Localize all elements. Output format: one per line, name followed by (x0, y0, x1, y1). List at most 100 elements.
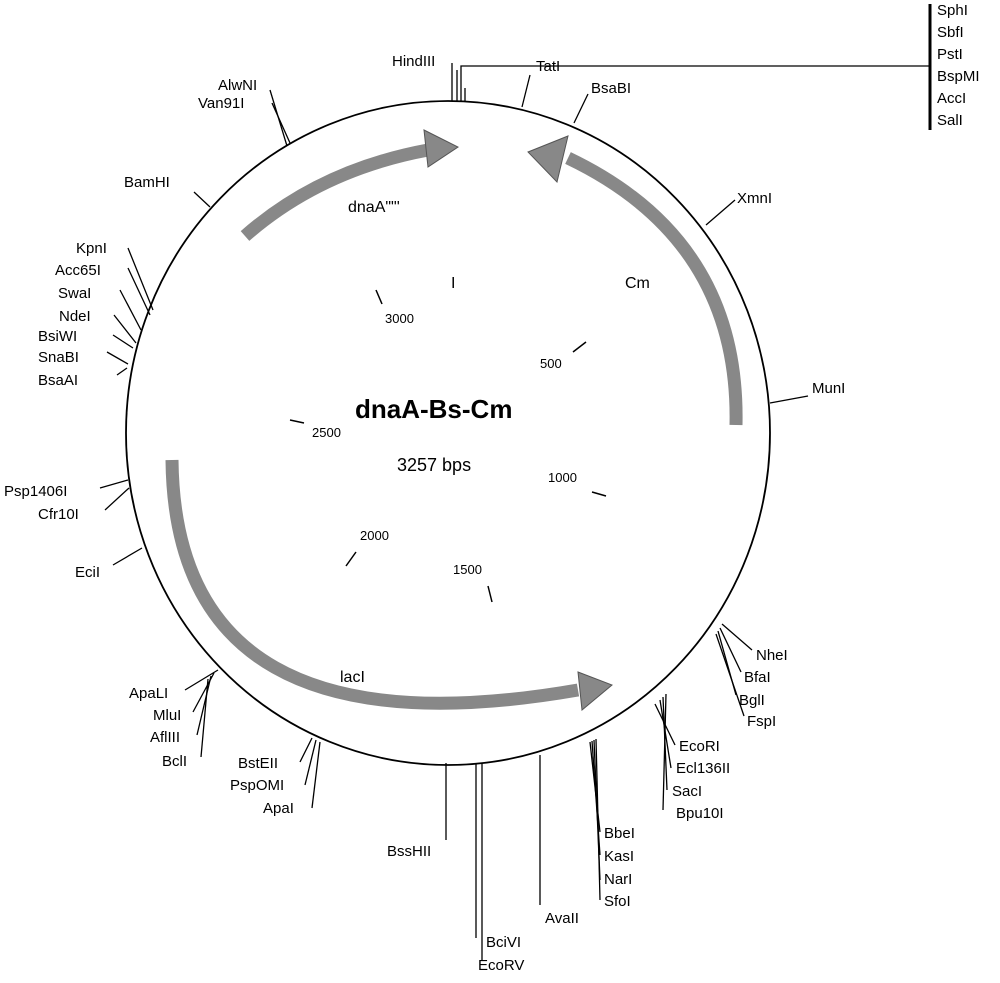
site-leader-nhei (721, 623, 753, 651)
plasmid-name: dnaA-Bs-Cm (355, 394, 512, 424)
site-label-bsaai: BsaAI (38, 372, 78, 389)
site-leader-bamhi (193, 191, 211, 208)
site-leader-van91i (271, 102, 291, 144)
site-label-bfai: BfaI (744, 669, 771, 686)
site-label-bbei: BbeI (604, 825, 635, 842)
site-leader-ecii (112, 547, 143, 566)
tick-label-500: 500 (540, 356, 562, 371)
site-label-kpni: KpnI (76, 240, 107, 257)
site-label-muni: MunI (812, 380, 845, 397)
site-label-snabi: SnaBI (38, 349, 79, 366)
site-label-sfoi: SfoI (604, 893, 631, 910)
site-label-pspomi: PspOMI (230, 777, 284, 794)
site-leader-bpu10i (662, 693, 667, 811)
tick-mark-3000 (375, 289, 383, 305)
site-leader-fspi (715, 633, 745, 717)
tick-label-2500: 2500 (312, 425, 341, 440)
site-leader-bsaai (116, 367, 128, 376)
site-label-bsiwi: BsiWI (38, 328, 77, 345)
site-leader-bsteii (299, 737, 313, 763)
site-label-bpu10i: Bpu10I (676, 805, 724, 822)
site-label-ecori: EcoRI (679, 738, 720, 755)
site-label-acc65i: Acc65I (55, 262, 101, 279)
plasmid-backbone (125, 100, 771, 766)
site-label-sbfi: SbfI (937, 24, 964, 41)
feature-arrow-cm (565, 152, 743, 426)
position-ticks (289, 289, 607, 603)
feature-arrowhead-dnaA (423, 129, 459, 168)
site-leader-bfai (719, 627, 742, 673)
site-label-mlui: MluI (153, 707, 181, 724)
site-label-swai: SwaI (58, 285, 91, 302)
feature-arrowhead-laci (577, 671, 613, 711)
site-label-psp1406i: Psp1406I (4, 483, 67, 500)
site-label-afliii: AflIII (150, 729, 180, 746)
site-label-psti: PstI (937, 46, 963, 63)
site-leader-afliii (196, 675, 212, 736)
tick-label-3000: 3000 (385, 311, 414, 326)
site-label-xmni: XmnI (737, 190, 772, 207)
feature-arrow-laci (165, 459, 580, 710)
site-leader-cfr10i (104, 487, 130, 511)
site-label-bsshii: BssHII (387, 843, 431, 860)
feature-arrow-dnaA (240, 143, 430, 241)
site-leader-alwni (269, 89, 288, 147)
site-leader-bsabi (573, 93, 589, 124)
feature-label-cm: Cm (625, 275, 650, 292)
site-leader-xmni (705, 199, 736, 226)
site-leader-bsiwi (112, 334, 134, 349)
site-leader-pspomi (304, 739, 317, 786)
site-leaders (99, 4, 932, 960)
site-label-bcivi: BciVI (486, 934, 521, 951)
site-leader-tati (521, 74, 531, 108)
site-label-apai: ApaI (263, 800, 294, 817)
site-label-bspmi: BspMI (937, 68, 980, 85)
site-leader-psp1406i (99, 479, 129, 489)
site-leader-bcli (200, 678, 209, 758)
tick-mark-2500 (289, 419, 305, 424)
site-label-bsabi: BsaBI (591, 80, 631, 97)
site-label-van91i: Van91I (198, 95, 244, 112)
site-label-sali: SalI (937, 112, 963, 129)
site-label-bsteii: BstEII (238, 755, 278, 772)
site-label-cfr10i: Cfr10I (38, 506, 79, 523)
site-label-ecl136ii: Ecl136II (676, 760, 730, 777)
tick-mark-2000 (345, 551, 357, 567)
site-leader-sphi-cluster (460, 65, 930, 84)
site-leader-muni (769, 395, 809, 404)
tick-label-2000: 2000 (360, 528, 389, 543)
site-label-tati: TatI (536, 58, 560, 75)
feature-label-laci: lacI (340, 669, 365, 686)
site-leader-apai (311, 741, 321, 809)
site-leader-apali (184, 669, 219, 691)
tick-label-1500: 1500 (453, 562, 482, 577)
tick-mark-500 (572, 341, 587, 353)
site-label-saci: SacI (672, 783, 702, 800)
site-label-bgli: BglI (739, 692, 765, 709)
site-label-avaii: AvaII (545, 910, 579, 927)
site-label-acci: AccI (937, 90, 966, 107)
site-label-hindiii: HindIII (392, 53, 435, 70)
site-label-kasi: KasI (604, 848, 634, 865)
site-leader-acc65i (127, 267, 151, 316)
site-label-ecorv: EcoRV (478, 957, 524, 974)
site-label-nari: NarI (604, 871, 632, 888)
site-label-sphi: SphI (937, 2, 968, 19)
site-leader-swai (119, 289, 142, 331)
tick-mark-1000 (591, 491, 607, 497)
site-label-bcli: BclI (162, 753, 187, 770)
site-label-nhei: NheI (756, 647, 788, 664)
site-label-ndei: NdeI (59, 308, 91, 325)
site-leader-sfoi (595, 738, 601, 901)
site-labels: SphI SbfI PstI BspMI AccI SalI HindIII T… (4, 2, 980, 974)
site-label-alwni: AlwNI (218, 77, 257, 94)
feature-label-i: I (451, 275, 455, 292)
site-label-apali: ApaLI (129, 685, 168, 702)
site-label-ecii: EciI (75, 564, 100, 581)
site-leader-kpni (127, 247, 154, 311)
feature-label-dnaA: dnaA""' (348, 199, 400, 216)
site-leader-snabi (106, 351, 129, 365)
tick-mark-1500 (487, 585, 493, 603)
site-leader-ndei (113, 314, 137, 344)
